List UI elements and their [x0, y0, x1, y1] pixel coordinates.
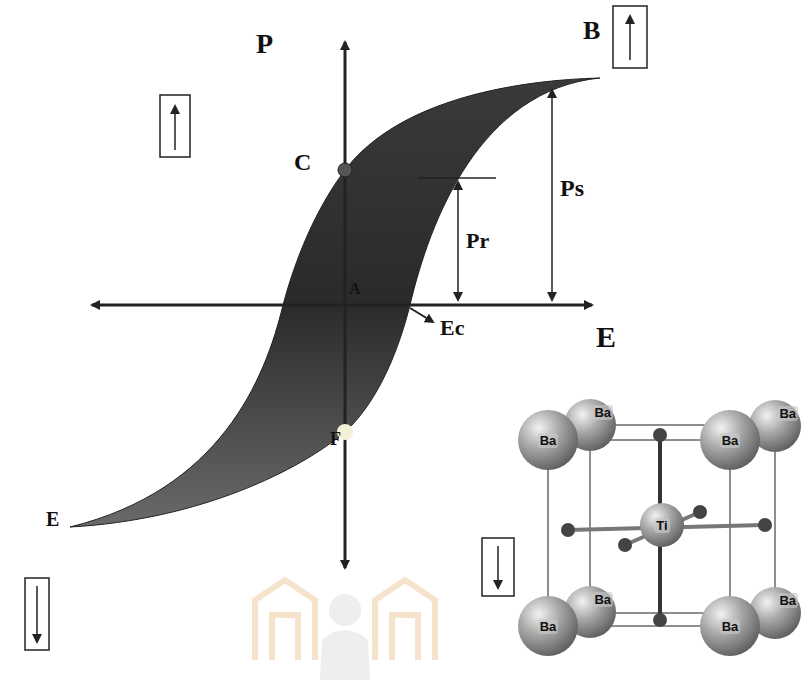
atom-label: Ba	[538, 619, 559, 634]
e-axis	[92, 304, 592, 307]
ti-atom: Ti	[640, 503, 684, 547]
ba-atom: Ba	[518, 596, 578, 656]
axis-label: C	[294, 150, 311, 174]
atom-label: Ba	[592, 405, 613, 420]
axis-label: E	[46, 509, 59, 529]
axis-label: P	[256, 30, 273, 58]
atom-label: Ti	[654, 518, 669, 533]
ba-atom: Ba	[518, 410, 578, 470]
p-axis	[344, 42, 347, 568]
ps-dimension	[551, 90, 553, 300]
polarization-boxes	[25, 6, 647, 650]
atom-label: Ba	[777, 406, 798, 421]
point-c	[338, 163, 352, 177]
axis-label: A	[349, 281, 361, 297]
hysteresis-loop	[70, 78, 600, 527]
atom-label: Ba	[720, 433, 741, 448]
axis-label: Ps	[560, 176, 584, 200]
axis-label: Pr	[466, 230, 489, 252]
axis-label: E	[596, 322, 616, 352]
atom-label: Ba	[592, 592, 613, 607]
watermark	[255, 580, 435, 680]
axis-label: F	[330, 430, 341, 448]
axis-label: B	[583, 18, 600, 44]
pr-dimension	[457, 182, 459, 300]
atom-label: Ba	[777, 593, 798, 608]
atom-label: Ba	[720, 619, 741, 634]
ec-leader	[410, 308, 433, 322]
atom-label: Ba	[538, 433, 559, 448]
ba-atom: Ba	[700, 410, 760, 470]
ba-atom: Ba	[700, 596, 760, 656]
axis-label: Ec	[440, 317, 464, 339]
